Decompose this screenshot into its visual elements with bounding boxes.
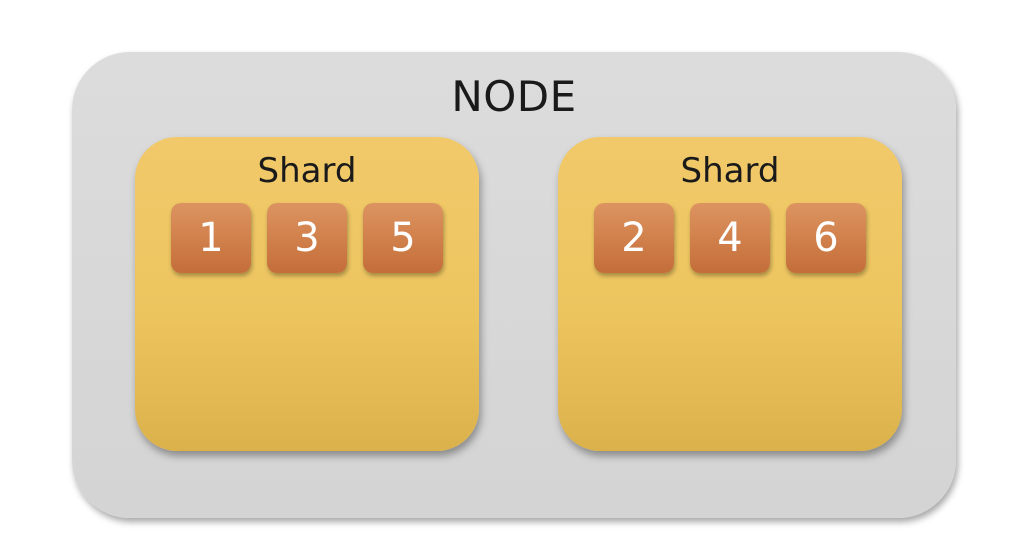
shard-items: 2 4 6 [594,203,866,273]
shard-item: 3 [267,203,347,273]
shard-title: Shard [257,151,357,191]
shard-title: Shard [680,151,780,191]
shard-item: 4 [690,203,770,273]
shard-items: 1 3 5 [171,203,443,273]
shard-right: Shard 2 4 6 [558,137,902,451]
shard-item: 2 [594,203,674,273]
shard-item: 6 [786,203,866,273]
shard-item: 5 [363,203,443,273]
node-title: NODE [451,72,577,121]
node-container: NODE Shard 1 3 5 Shard 2 4 6 [72,52,956,518]
shard-item: 1 [171,203,251,273]
shard-left: Shard 1 3 5 [135,137,479,451]
